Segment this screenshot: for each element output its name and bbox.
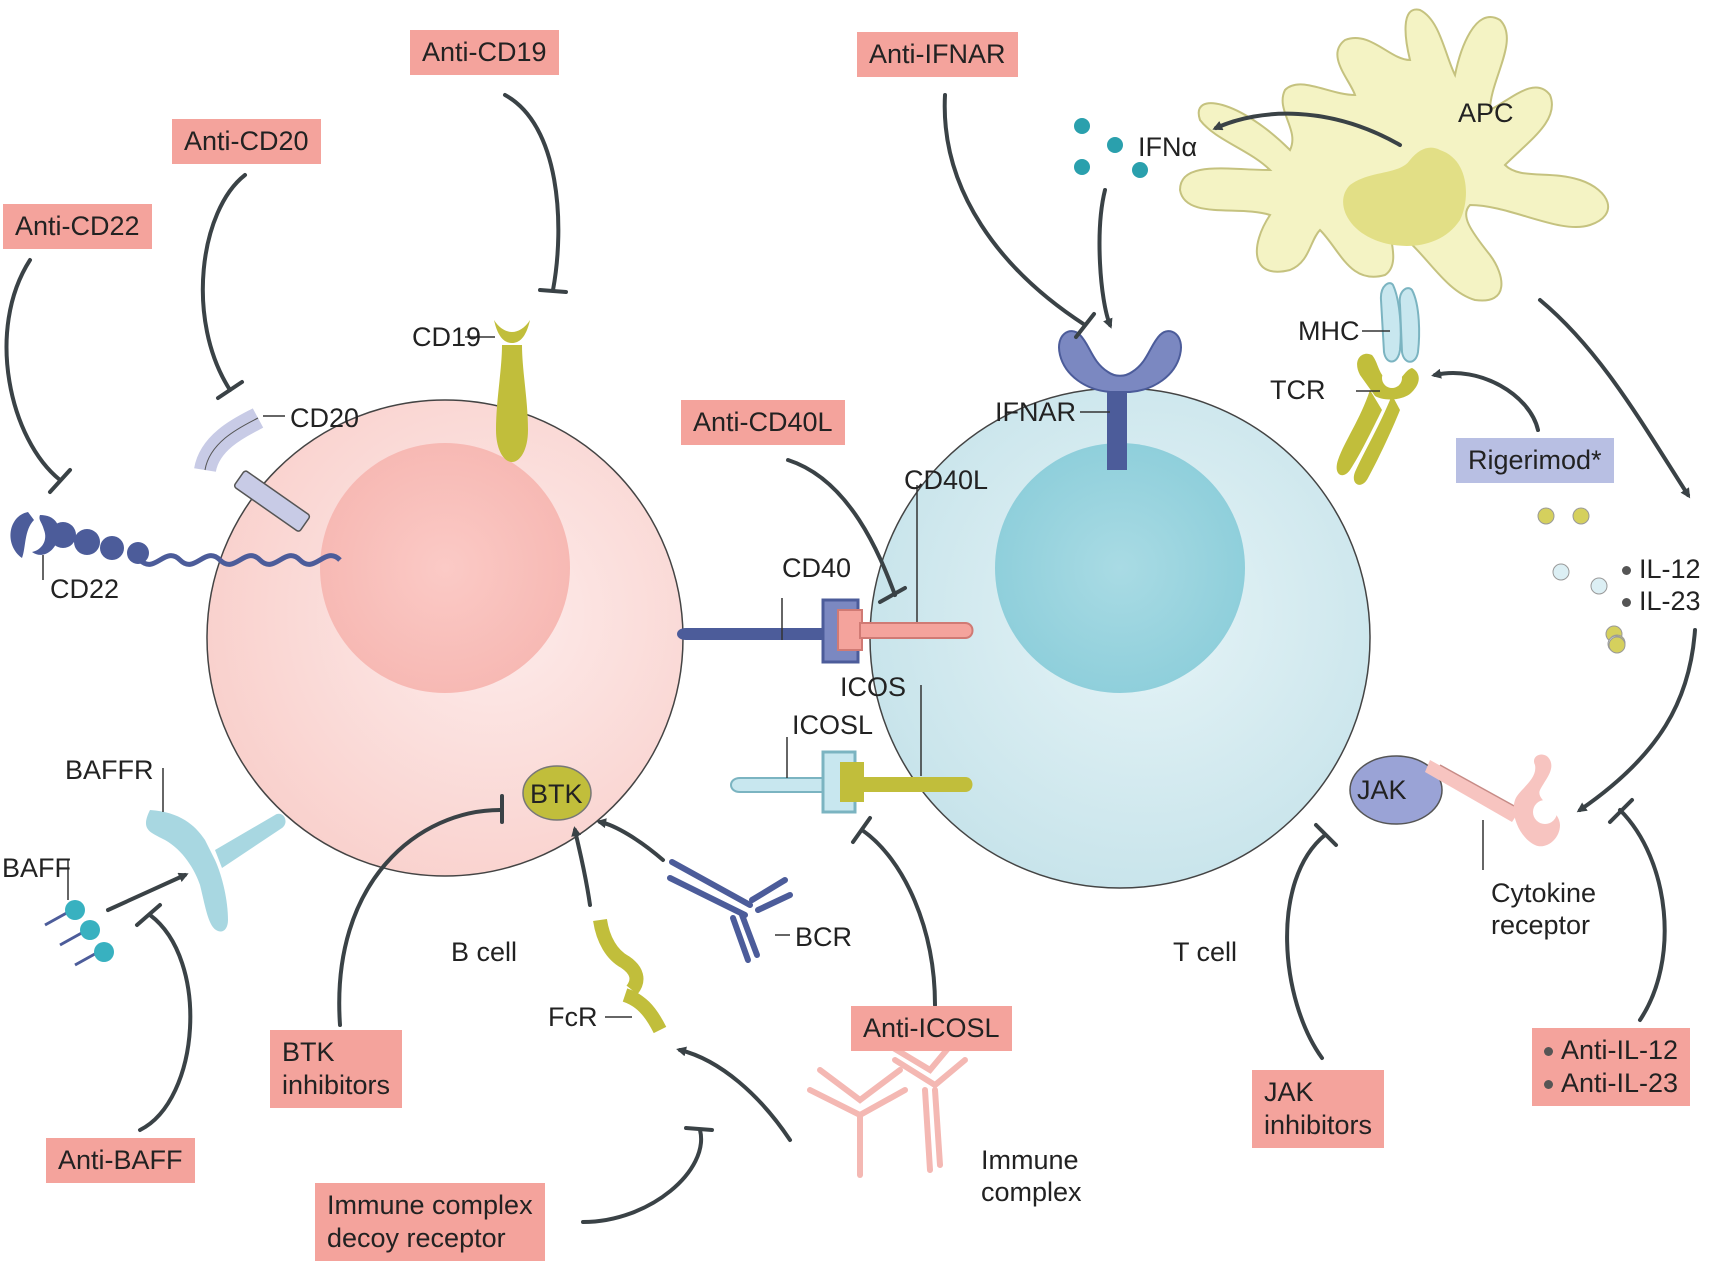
btk-circle <box>522 765 592 821</box>
cytokine-receptor-molecule <box>1425 754 1560 847</box>
anti-il-12-label: Anti-IL-12 <box>1561 1035 1679 1065</box>
cd19-molecule <box>494 320 530 462</box>
ifnar-label: IFNAR <box>995 397 1076 427</box>
btk-inhibitors-line-1: BTK <box>282 1037 335 1067</box>
cytokine-receptor-line-1: Cytokine <box>1491 878 1597 908</box>
t-cell-label: T cell <box>1173 937 1238 967</box>
bullet-icon <box>1544 1047 1553 1057</box>
cd20-molecule <box>194 408 311 532</box>
regulatory-connectors <box>4 93 1697 1224</box>
jak-label: JAK <box>1357 775 1407 805</box>
tcr-label: TCR <box>1270 375 1326 405</box>
ifna-label: IFNα <box>1138 132 1198 162</box>
immune-complex-line-1: Immune <box>981 1145 1079 1175</box>
anti-cd40l-box: Anti-CD40L <box>681 400 845 445</box>
apc-cell <box>1178 8 1610 302</box>
label-leader-lines <box>42 330 1484 1018</box>
bullet-icon <box>1622 566 1631 576</box>
anti-cd22-box: Anti-CD22 <box>3 204 152 249</box>
baff-label: BAFF <box>2 853 72 883</box>
icosl-label: ICOSL <box>792 710 874 740</box>
b-cell <box>206 399 684 877</box>
fcr-label: FcR <box>548 1002 598 1032</box>
cd40-cd40l-pair <box>677 598 974 664</box>
ifnar-molecule <box>1058 330 1182 470</box>
apc-label: APC <box>1458 98 1514 128</box>
cd40-label: CD40 <box>782 553 852 583</box>
baffr-label: BAFFR <box>65 755 154 785</box>
jak-inhibitors-box: JAK inhibitors <box>1252 1070 1385 1148</box>
ifna-molecules <box>1074 118 1148 178</box>
cd22-label: CD22 <box>50 574 120 604</box>
immune-complex-molecules <box>807 1037 968 1178</box>
rigerimod-box: Rigerimod* <box>1456 438 1614 483</box>
cd22-molecule <box>10 512 342 567</box>
jak-inhibitors-line-1: JAK <box>1264 1077 1314 1107</box>
il-labels: IL-12 IL-23 <box>1622 553 1701 617</box>
il-12-label: IL-12 <box>1639 554 1701 584</box>
cd40l-label: CD40L <box>904 465 989 495</box>
anti-icosl-box: Anti-ICOSL <box>851 1006 1012 1051</box>
immune-complex-decoy-line-2: decoy receptor <box>327 1223 506 1253</box>
immune-complex-label: Immune complex <box>981 1144 1082 1208</box>
bcr-label: BCR <box>795 922 853 952</box>
btk-inhibitors-box: BTK inhibitors <box>270 1030 403 1108</box>
btk-inhibitors-line-2: inhibitors <box>282 1070 391 1100</box>
anti-il-23-label: Anti-IL-23 <box>1561 1068 1679 1098</box>
il-23-label: IL-23 <box>1639 586 1701 616</box>
bcr-molecule <box>667 859 793 963</box>
anti-baff-box: Anti-BAFF <box>46 1138 195 1183</box>
immune-complex-line-2: complex <box>981 1177 1082 1207</box>
il-12-line: IL-12 <box>1622 553 1701 585</box>
icosl-icos-pair <box>730 750 973 814</box>
b-cell-label: B cell <box>451 937 518 967</box>
baffr-molecule <box>145 810 286 932</box>
btk-label: BTK <box>530 779 583 809</box>
anti-cd20-box: Anti-CD20 <box>172 119 321 164</box>
bullet-icon <box>1622 598 1631 608</box>
mhc-label: MHC <box>1298 316 1360 346</box>
immune-complex-decoy-line-1: Immune complex <box>327 1190 533 1220</box>
tcr-mhc-complex <box>1336 282 1421 485</box>
cytokine-receptor-label: Cytokine receptor <box>1491 877 1596 941</box>
anti-il-23-line: Anti-IL-23 <box>1544 1067 1678 1100</box>
jak-circle <box>1349 755 1443 825</box>
immune-complex-decoy-receptor-box: Immune complex decoy receptor <box>315 1183 545 1261</box>
anti-il-12-line: Anti-IL-12 <box>1544 1034 1678 1067</box>
icos-label: ICOS <box>840 672 907 702</box>
fcr-molecule <box>593 918 667 1034</box>
jak-inhibitors-line-2: inhibitors <box>1264 1110 1373 1140</box>
anti-il-box: Anti-IL-12 Anti-IL-23 <box>1532 1028 1691 1106</box>
t-cell <box>869 387 1371 889</box>
il-23-line: IL-23 <box>1622 585 1701 617</box>
cytokine-receptor-line-2: receptor <box>1491 910 1591 940</box>
cd19-label: CD19 <box>412 322 482 352</box>
anti-ifnar-box: Anti-IFNAR <box>857 32 1018 77</box>
anti-cd19-box: Anti-CD19 <box>410 30 559 75</box>
il-cytokine-molecules <box>1537 507 1626 654</box>
baff-molecules <box>44 900 114 967</box>
bullet-icon <box>1544 1080 1553 1090</box>
cd20-label: CD20 <box>290 403 360 433</box>
